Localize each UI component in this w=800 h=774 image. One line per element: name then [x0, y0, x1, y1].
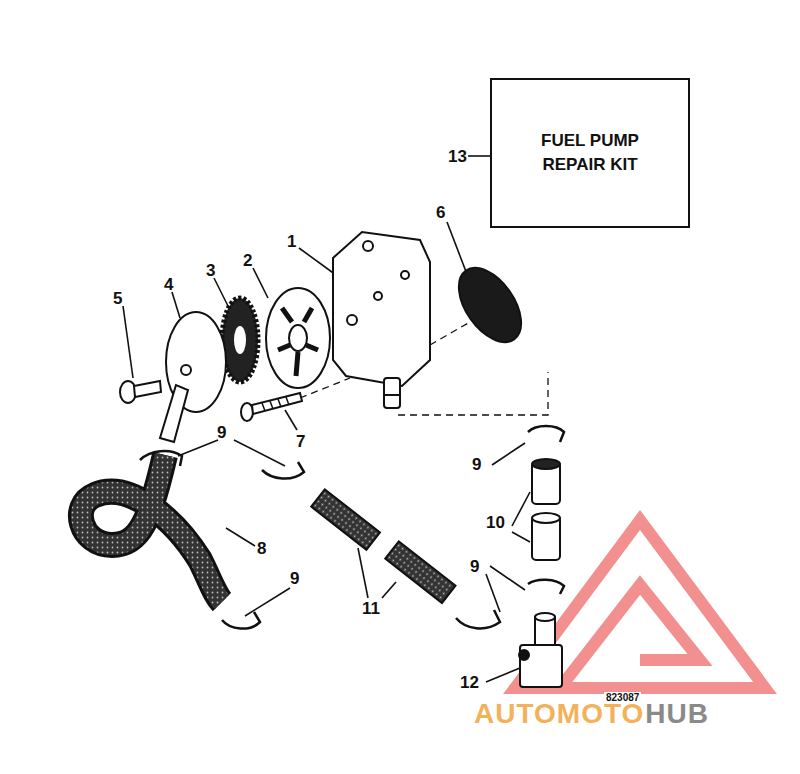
callout-number: 8 — [257, 540, 266, 557]
elbow-fitting — [519, 613, 562, 687]
callout-number: 2 — [243, 252, 252, 269]
fuel-hose — [81, 455, 222, 602]
callout-number: 4 — [164, 276, 173, 293]
callout-number: 10 — [486, 514, 505, 531]
callout-number: 9 — [217, 424, 226, 441]
kit-box: FUEL PUMP REPAIR KIT — [490, 78, 690, 228]
callout-number: 9 — [470, 558, 479, 575]
callout-number: 9 — [290, 570, 299, 587]
kit-title: FUEL PUMP REPAIR KIT — [538, 129, 642, 177]
callout-number: 11 — [362, 600, 380, 617]
callout-number: 6 — [436, 204, 445, 221]
callout-number: 13 — [448, 148, 467, 165]
callout-number: 1 — [287, 233, 296, 250]
pump-body — [333, 232, 430, 408]
leader-lines — [123, 156, 530, 682]
watermark: HUB — [645, 700, 709, 728]
hose-clip — [140, 426, 564, 629]
gasket — [222, 298, 258, 382]
callout-number: 3 — [206, 262, 215, 279]
diaphragm — [266, 288, 330, 388]
callout-number: 7 — [296, 433, 305, 450]
pump-cover — [160, 312, 226, 442]
watermark: AUTOMOTO — [474, 700, 644, 728]
callout-number: 9 — [472, 456, 481, 473]
fitting — [532, 459, 560, 560]
screw — [120, 381, 161, 403]
screw — [241, 393, 302, 421]
callout-number: 5 — [113, 290, 122, 307]
callout-number: 12 — [460, 674, 479, 691]
fuel-hose — [311, 489, 455, 603]
gasket — [446, 257, 533, 353]
